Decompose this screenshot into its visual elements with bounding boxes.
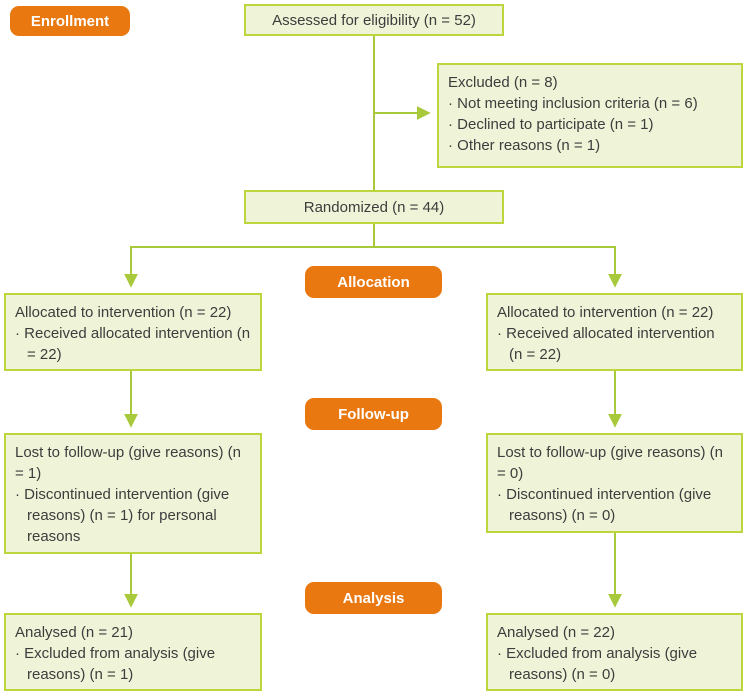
box-allocated-right: Allocated to intervention (n = 22) · Rec… xyxy=(486,293,743,371)
box-excluded-item: · Not meeting inclusion criteria (n = 6) xyxy=(448,95,698,112)
box-excluded-item: · Declined to participate (n = 1) xyxy=(448,116,654,133)
box-allocated-right-item: · Received allocated intervention (n = 2… xyxy=(497,325,715,363)
box-assessed: Assessed for eligibility (n = 52) xyxy=(244,4,504,36)
phase-label-followup: Follow-up xyxy=(305,398,442,430)
box-followup-right-title: Lost to follow-up (give reasons) (n = 0) xyxy=(497,444,723,482)
box-excluded: Excluded (n = 8) · Not meeting inclusion… xyxy=(437,63,743,168)
box-followup-right: Lost to follow-up (give reasons) (n = 0)… xyxy=(486,433,743,533)
box-analysed-right-title: Analysed (n = 22) xyxy=(497,624,615,641)
box-randomized: Randomized (n = 44) xyxy=(244,190,504,224)
box-allocated-left-title: Allocated to intervention (n = 22) xyxy=(15,304,232,321)
box-analysed-right: Analysed (n = 22) · Excluded from analys… xyxy=(486,613,743,691)
box-analysed-right-item: · Excluded from analysis (give reasons) … xyxy=(497,645,698,683)
box-followup-left-title: Lost to follow-up (give reasons) (n = 1) xyxy=(15,444,241,482)
box-excluded-title: Excluded (n = 8) xyxy=(448,74,558,91)
phase-label-enrollment: Enrollment xyxy=(10,6,130,36)
box-analysed-left-item: · Excluded from analysis (give reasons) … xyxy=(15,645,216,683)
box-followup-left-item: · Discontinued intervention (give reason… xyxy=(15,486,230,545)
box-allocated-left: Allocated to intervention (n = 22) · Rec… xyxy=(4,293,262,371)
box-allocated-right-title: Allocated to intervention (n = 22) xyxy=(497,304,714,321)
phase-label-allocation: Allocation xyxy=(305,266,442,298)
box-allocated-left-item: · Received allocated intervention (n = 2… xyxy=(15,325,251,363)
box-followup-left: Lost to follow-up (give reasons) (n = 1)… xyxy=(4,433,262,554)
box-analysed-left: Analysed (n = 21) · Excluded from analys… xyxy=(4,613,262,691)
box-assessed-text: Assessed for eligibility (n = 52) xyxy=(272,11,476,29)
box-excluded-item: · Other reasons (n = 1) xyxy=(448,137,601,154)
box-followup-right-item: · Discontinued intervention (give reason… xyxy=(497,486,712,524)
phase-label-analysis: Analysis xyxy=(305,582,442,614)
box-analysed-left-title: Analysed (n = 21) xyxy=(15,624,133,641)
box-randomized-text: Randomized (n = 44) xyxy=(303,198,445,216)
